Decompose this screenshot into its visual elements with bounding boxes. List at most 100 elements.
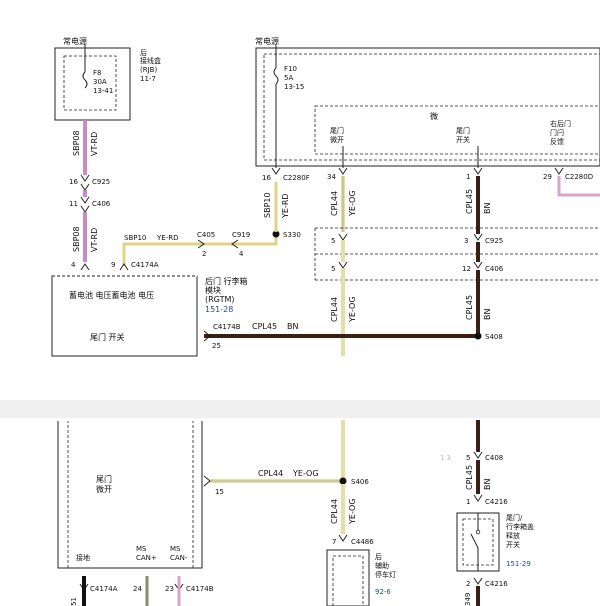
c919-pin: 4 <box>239 250 244 258</box>
b-ground-label: 接地 <box>76 553 90 562</box>
c925-label: C925 <box>92 178 110 186</box>
rgtm-title-3: (RGTM) <box>205 295 235 304</box>
release-switch-3: 释放 <box>506 531 520 540</box>
wire-cpl44-color2: YE-OG <box>348 296 357 323</box>
wire-sbp10-h-color: YE-RD <box>156 234 178 242</box>
rear-lamp-inner <box>332 555 364 606</box>
rgtm-title-2: 模块 <box>205 285 221 295</box>
pin5a-arrow-icon <box>338 233 348 241</box>
fuse-f10-ref: 13-15 <box>284 83 304 91</box>
fuse-f8-rating: 30A <box>93 78 107 86</box>
rear-lamp-box <box>326 549 370 606</box>
battery-voltage-label: 蓄电池 电压蓄电池 电压 <box>69 290 154 300</box>
c2280f-label: C2280F <box>283 174 310 182</box>
c2280d-arrow-icon <box>554 167 564 175</box>
wire-cpl44-code: CPL44 <box>330 191 339 216</box>
c406-arrow-icon <box>80 196 90 204</box>
rgtm-title-4: 151-28 <box>205 305 233 314</box>
c406b-label: C406 <box>485 265 504 273</box>
c4174b-label: C4174B <box>213 323 241 331</box>
c406-label: C406 <box>92 200 111 208</box>
fuse-box-right-dashed <box>263 53 600 161</box>
wire-sbp10-horizontal <box>122 234 278 266</box>
tail-switch-label: 尾门 开关 <box>90 332 125 342</box>
c2280f-arrow-icon <box>271 167 281 175</box>
rear-lamp-1: 后 <box>375 552 382 561</box>
c4216b-arrow-icon <box>473 577 483 585</box>
c406-arrow2-icon <box>80 205 90 213</box>
c925b-label: C925 <box>485 237 503 245</box>
b-ms-can-minus-1: MS <box>170 545 181 553</box>
c408-pin: 5 <box>466 454 470 462</box>
b-tail-open-2: 微开 <box>96 484 112 494</box>
b-pin15: 15 <box>215 488 224 496</box>
fuse-f8-name: F8 <box>93 69 101 77</box>
wire-cpl45-code: CPL45 <box>465 189 474 214</box>
c405-pin: 2 <box>202 250 206 258</box>
splice-s406 <box>339 477 347 485</box>
c4174a-label: C4174A <box>131 261 159 269</box>
c408-arrow-icon <box>473 451 483 459</box>
c4486-arrow-icon <box>338 534 348 542</box>
pin-1: 1 <box>466 173 470 181</box>
b-pin15-arrow-icon <box>203 475 211 487</box>
fuse-f10-name: F10 <box>284 65 297 73</box>
c4216-label: C4216 <box>485 498 508 506</box>
release-switch-ref: 151-29 <box>506 560 531 568</box>
rjb-title-3: (RJB) <box>140 66 157 74</box>
c405-arrow-icon <box>197 239 205 249</box>
rjb-inner-dashed <box>63 55 117 111</box>
s330-label: S330 <box>283 231 301 239</box>
wire-cpl45-v3-color: BN <box>483 479 492 490</box>
c4174b-arrow-icon <box>203 330 211 342</box>
wire-cpl45-color2: BN <box>483 309 492 320</box>
pin34-arrow-icon <box>338 167 348 175</box>
wire-cpl44-h-code: CPL44 <box>258 469 283 478</box>
c925-pin: 16 <box>69 178 78 186</box>
rear-lamp-ref: 92-6 <box>375 588 391 596</box>
rear-feedback-1: 右后门 <box>550 119 571 128</box>
fuse-f8-ref: 13-41 <box>93 87 113 95</box>
c4216b-label: C4216 <box>485 580 508 588</box>
wire-pink-right <box>557 176 600 197</box>
b-ms-can-plus-2: CAN+ <box>136 554 157 562</box>
b-c4174b-label: C4174B <box>186 585 214 593</box>
release-switch-1: 尾门/ <box>506 513 523 522</box>
c2280f-pin: 16 <box>262 174 271 182</box>
rgtm-title-1: 后门 行李箱 <box>205 276 248 286</box>
sub-region-dashed <box>314 105 600 155</box>
power-label-left: 常电源 <box>63 36 87 46</box>
fuse-f10-icon <box>273 67 279 85</box>
c406-pin: 11 <box>69 200 78 208</box>
wire-cpl44-v3-code: CPL44 <box>330 499 339 524</box>
wire-cpl45-color: BN <box>483 203 492 214</box>
c4174a-pin-left: 4 <box>71 261 76 269</box>
c2280d-label: C2280D <box>565 173 593 181</box>
wire-cpl44-h-color: YE-OG <box>292 469 319 478</box>
b-c4174a-label: C4174A <box>90 585 118 593</box>
rjb-title-4: 11-7 <box>140 75 156 83</box>
rjb-title-1: 后 <box>140 48 147 57</box>
tail-open-label-1: 尾门 <box>330 126 344 135</box>
wire-cpl44-v3-color: YE-OG <box>348 498 357 525</box>
release-switch-2: 行李箱盖 <box>506 522 534 531</box>
c405-label: C405 <box>197 231 215 239</box>
c925b-pin: 3 <box>464 237 468 245</box>
pin-34: 34 <box>327 173 336 181</box>
c925-arrow-icon <box>80 174 90 182</box>
wire-cpl44-code2: CPL44 <box>330 297 339 322</box>
splice-s408 <box>474 332 482 340</box>
c4174a-left-arrow-icon <box>80 263 90 271</box>
b-c4174b-pin: 23 <box>165 585 174 593</box>
sub-region-label: 微 <box>430 111 438 121</box>
c4174a-right-arrow-icon <box>119 263 129 271</box>
c408-label: C408 <box>485 454 503 462</box>
wire-sbp08-color2: VT-RD <box>90 228 99 252</box>
c406b-arrow-icon <box>473 261 483 269</box>
release-switch-4: 开关 <box>506 540 520 549</box>
wire-cpl45-v3-code: CPL45 <box>465 465 474 490</box>
c4216-arrow-icon <box>473 494 483 502</box>
c925-arrow2-icon <box>80 183 90 191</box>
tail-open-label-2: 微开 <box>330 135 344 144</box>
